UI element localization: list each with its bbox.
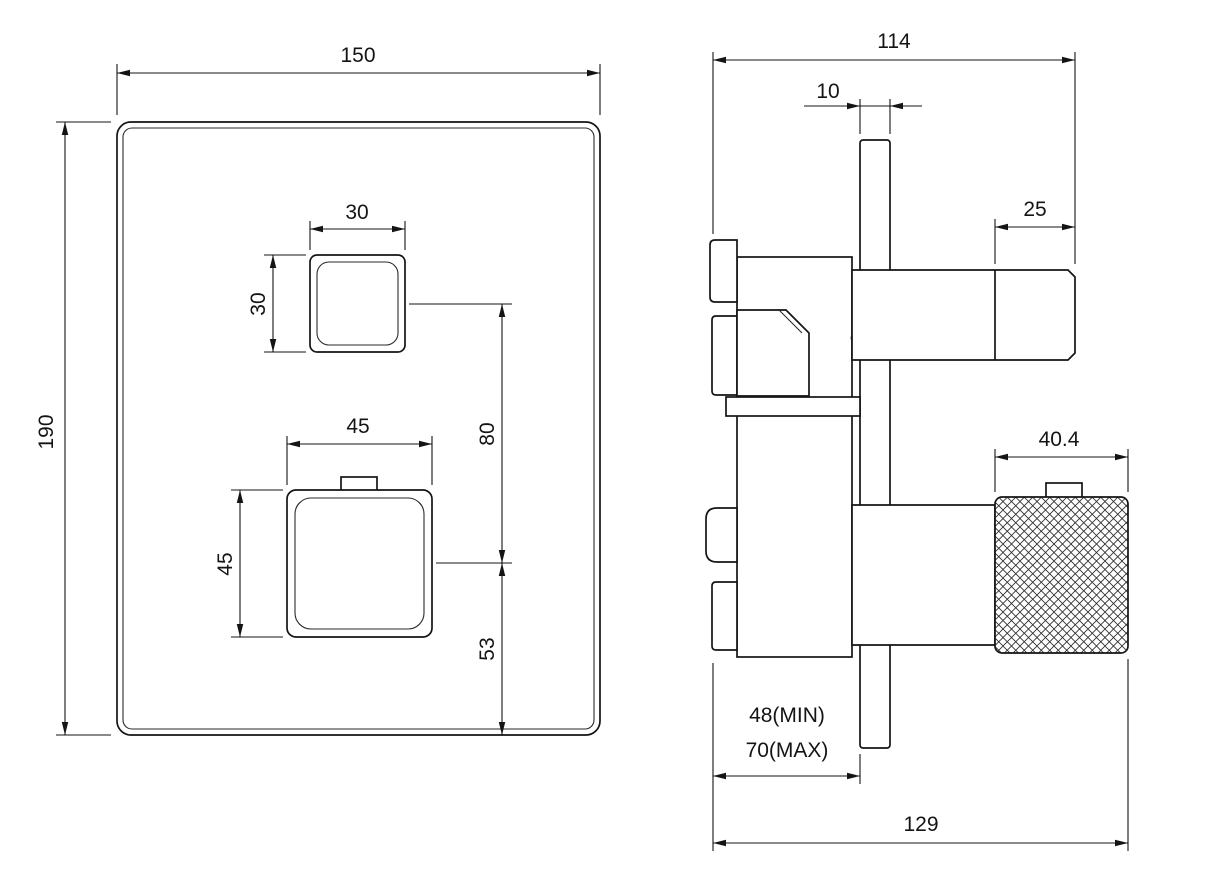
dim-plate-height: 190	[35, 121, 111, 736]
dim-label-plate-thickness: 10	[816, 80, 839, 103]
dim-label-upper-knob-depth: 25	[1023, 198, 1046, 221]
dim-upper-knob-depth: 25	[994, 198, 1075, 264]
faceplate-chamfer-edge	[122, 127, 595, 730]
dim-label-plate-width: 150	[340, 44, 375, 67]
front-view: 150 190 30 30 45	[35, 44, 601, 736]
dim-label-lower-knob-depth: 40.4	[1039, 428, 1080, 451]
upper-knob-chamfer-edge	[316, 261, 399, 346]
dim-lower-knob-width: 45	[286, 415, 433, 485]
lower-knob-tab-side	[1045, 482, 1083, 499]
lower-knob-front	[286, 489, 433, 638]
lower-handle-stem	[851, 504, 996, 646]
diverter-cap	[736, 309, 810, 397]
diverter-chamfer-line	[778, 309, 803, 334]
dim-upper-knob-width: 30	[309, 201, 406, 250]
upper-knob-front	[309, 254, 406, 353]
diverter-port	[711, 315, 738, 396]
dim-label-lower-knob-width: 45	[346, 415, 369, 438]
dim-knob-spacing-chain: 80 53	[409, 303, 512, 735]
dim-label-plate-height: 190	[35, 414, 58, 449]
dim-label-depth-max: 70(MAX)	[746, 739, 829, 762]
mounting-bracket	[725, 396, 861, 417]
dim-label-upper-knob-height: 30	[247, 292, 270, 315]
top-inlet-port	[709, 239, 738, 303]
lower-inlet-port-round	[705, 507, 738, 563]
dim-label-lower-knob-height: 45	[214, 552, 237, 575]
dim-label-overall-depth: 114	[877, 30, 911, 53]
dim-lower-knob-depth: 40.4	[994, 428, 1129, 492]
dim-label-depth-min: 48(MIN)	[749, 704, 825, 727]
dim-label-overall-length: 129	[903, 813, 938, 836]
lower-knob-knurled	[994, 496, 1129, 654]
dim-label-knob-spacing: 80	[476, 422, 499, 445]
dim-upper-knob-height: 30	[247, 254, 306, 353]
faceplate-side	[859, 139, 891, 749]
dim-label-bottom-offset: 53	[476, 637, 499, 660]
dim-overall-length: 129	[713, 659, 1129, 851]
dim-label-upper-knob-width: 30	[345, 201, 368, 224]
dim-overall-depth: 114	[712, 30, 1076, 264]
dim-installation-depth: 48(MIN) 70(MAX)	[712, 663, 861, 851]
dim-plate-thickness: 10	[804, 80, 922, 134]
dim-lower-knob-height: 45	[214, 489, 283, 638]
side-view: 114 10 25 40.4 48(MIN	[705, 30, 1129, 851]
upper-handle-side	[851, 269, 1076, 361]
lower-inlet-port-square	[711, 581, 738, 651]
dim-plate-width: 150	[116, 44, 601, 115]
lower-knob-chamfer-edge	[294, 497, 425, 630]
